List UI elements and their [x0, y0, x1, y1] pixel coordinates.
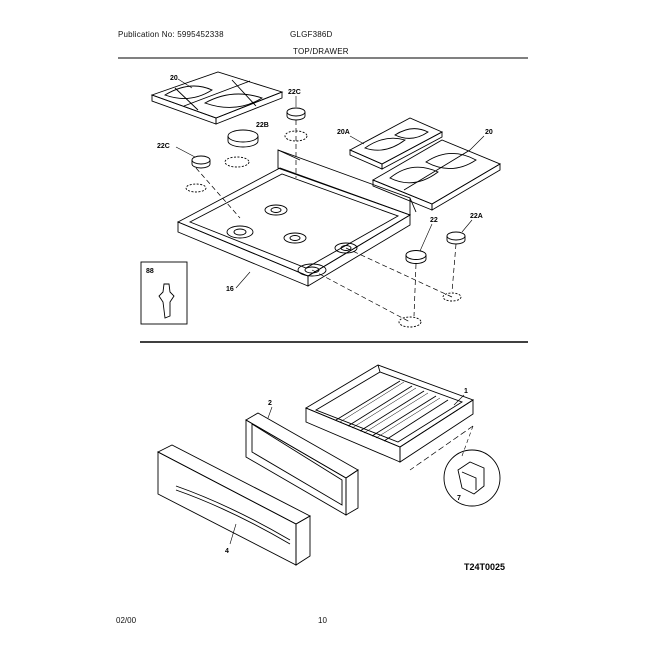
- callout-22c-top: 22C: [288, 89, 301, 96]
- callout-4: 4: [225, 548, 229, 555]
- callout-20-right: 20: [485, 129, 493, 136]
- grate-right-back-part: [348, 117, 444, 170]
- drawer-liner-part: [245, 412, 359, 516]
- callout-20a: 20A: [337, 129, 350, 136]
- callout-20-left: 20: [170, 75, 178, 82]
- grate-right-front-part: [371, 139, 502, 211]
- drawer-clip-inset: [443, 449, 501, 507]
- callout-16: 16: [226, 286, 234, 293]
- drawer-body-part: [305, 364, 475, 471]
- callout-22b: 22B: [256, 122, 269, 129]
- callout-88: 88: [146, 268, 154, 275]
- model-number: GLGF386D: [290, 30, 333, 39]
- burner-cap-22c-left-part: [185, 155, 250, 219]
- callout-22a: 22A: [470, 213, 483, 220]
- footer-date: 02/00: [116, 616, 137, 625]
- footer-page-number: 10: [318, 616, 327, 625]
- callout-22: 22: [430, 217, 438, 224]
- cooktop-part: [176, 149, 417, 287]
- burner-cap-22b-part: [227, 129, 259, 148]
- diagram-code: T24T0025: [464, 562, 505, 572]
- callout-7: 7: [457, 495, 461, 502]
- burner-cap-22a-part: [345, 231, 466, 298]
- callout-2: 2: [268, 400, 272, 407]
- section-title: TOP/DRAWER: [293, 47, 349, 56]
- publication-number: Publication No: 5995452338: [118, 30, 224, 39]
- callout-1: 1: [464, 388, 468, 395]
- inset-box-88: [140, 261, 188, 325]
- burner-cap-22c-top-part: [284, 107, 308, 178]
- burner-cap-22-part: [311, 250, 462, 328]
- callout-22c-left: 22C: [157, 143, 170, 150]
- grate-left-part: [150, 71, 284, 125]
- drawer-front-part: [157, 444, 311, 566]
